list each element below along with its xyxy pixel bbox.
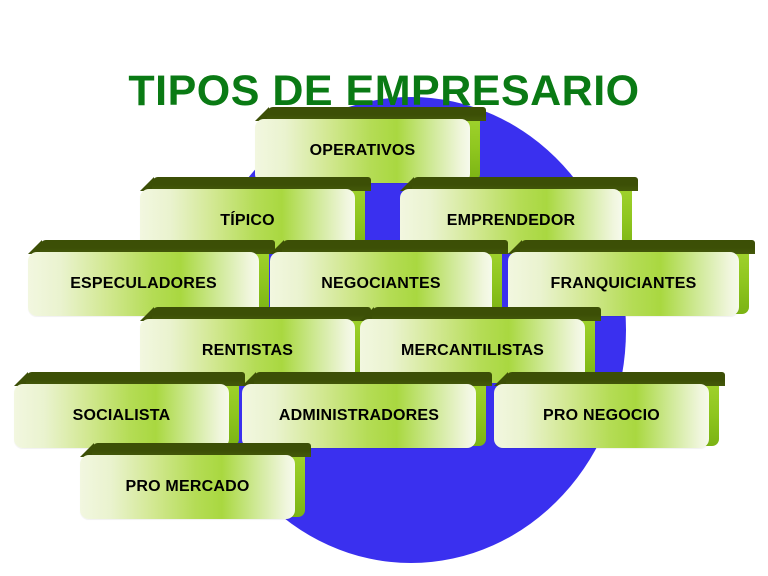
brick-label: PRO MERCADO <box>125 478 250 495</box>
brick-top-bevel <box>412 177 638 191</box>
brick-label: NEGOCIANTES <box>321 275 441 292</box>
brick-socialista[interactable]: SOCIALISTA <box>14 372 245 448</box>
brick-administradores[interactable]: ADMINISTRADORES <box>242 372 492 448</box>
brick-label: FRANQUICIANTES <box>550 275 697 292</box>
brick-top-bevel <box>506 372 725 386</box>
brick-front-face[interactable]: SOCIALISTA <box>14 384 229 448</box>
brick-top-bevel <box>520 240 755 254</box>
brick-top-bevel <box>267 107 486 121</box>
brick-label: MERCANTILISTAS <box>401 342 544 359</box>
brick-top-bevel <box>282 240 508 254</box>
brick-label: ADMINISTRADORES <box>278 407 440 424</box>
brick-top-bevel <box>152 177 371 191</box>
brick-front-face[interactable]: PRO MERCADO <box>80 455 295 519</box>
brick-top-bevel <box>254 372 492 386</box>
brick-pro-mercado[interactable]: PRO MERCADO <box>80 443 311 519</box>
brick-pro-negocio[interactable]: PRO NEGOCIO <box>494 372 725 448</box>
brick-front-face[interactable]: FRANQUICIANTES <box>508 252 739 316</box>
brick-label: RENTISTAS <box>201 342 294 359</box>
brick-front-face[interactable]: ADMINISTRADORES <box>242 384 476 448</box>
brick-label: SOCIALISTA <box>72 407 171 424</box>
brick-label: EMPRENDEDOR <box>446 212 576 229</box>
brick-top-bevel <box>152 307 371 321</box>
brick-top-bevel <box>26 372 245 386</box>
brick-front-face[interactable]: ESPECULADORES <box>28 252 259 316</box>
brick-especuladores[interactable]: ESPECULADORES <box>28 240 275 316</box>
brick-front-face[interactable]: OPERATIVOS <box>255 119 470 183</box>
brick-front-face[interactable]: NEGOCIANTES <box>270 252 492 316</box>
page-title: TIPOS DE EMPRESARIO <box>128 66 640 115</box>
brick-label: ESPECULADORES <box>70 275 217 292</box>
brick-franquiciantes[interactable]: FRANQUICIANTES <box>508 240 755 316</box>
brick-top-bevel <box>372 307 601 321</box>
brick-top-bevel <box>92 443 311 457</box>
brick-label: PRO NEGOCIO <box>543 407 660 424</box>
brick-top-bevel <box>40 240 275 254</box>
brick-label: OPERATIVOS <box>309 142 416 159</box>
brick-operativos[interactable]: OPERATIVOS <box>255 107 486 183</box>
brick-negociantes[interactable]: NEGOCIANTES <box>270 240 508 316</box>
brick-label: TÍPICO <box>220 212 275 229</box>
brick-front-face[interactable]: PRO NEGOCIO <box>494 384 709 448</box>
